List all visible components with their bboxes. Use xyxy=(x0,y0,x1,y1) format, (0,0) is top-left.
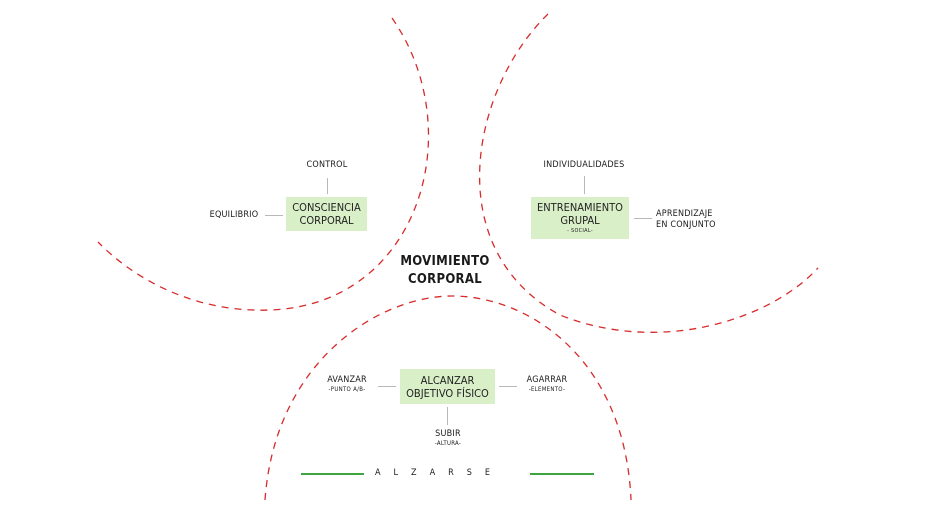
agarrar-label: AGARRAR -ELEMENTO- xyxy=(520,375,574,393)
center-title: MOVIMIENTO CORPORAL xyxy=(385,253,505,289)
entrenamiento-grupal-box: ENTRENAMIENTO GRUPAL - SOCIAL- xyxy=(531,197,629,239)
consciencia-corporal-box: CONSCIENCIA CORPORAL xyxy=(286,197,367,231)
alcanzar-objetivo-box: ALCANZAR OBJETIVO FÍSICO xyxy=(400,369,495,404)
arc-top-right xyxy=(478,13,819,333)
equilibrio-label: EQUILIBRIO xyxy=(209,210,259,220)
agarrar-text: AGARRAR xyxy=(526,375,568,385)
entrenamiento-box-line2: GRUPAL xyxy=(560,214,600,227)
avanzar-text: AVANZAR xyxy=(327,375,367,385)
subir-connector xyxy=(447,407,448,425)
center-title-line1: MOVIMIENTO xyxy=(400,254,490,269)
control-label: CONTROL xyxy=(306,160,348,170)
subir-text: SUBIR xyxy=(435,429,461,439)
footer-rule-right xyxy=(530,473,594,475)
arc-bottom xyxy=(264,295,632,501)
avanzar-label: AVANZAR -PUNTO A/B- xyxy=(318,375,376,393)
agarrar-connector xyxy=(499,386,517,387)
aprendizaje-line2: EN CONJUNTO xyxy=(656,220,716,230)
aprendizaje-label: APRENDIZAJE EN CONJUNTO xyxy=(656,209,726,231)
subir-sub: -ALTURA- xyxy=(434,440,462,447)
avanzar-connector xyxy=(378,386,396,387)
entrenamiento-box-line1: ENTRENAMIENTO xyxy=(537,201,623,214)
agarrar-sub: -ELEMENTO- xyxy=(528,386,566,393)
individualidades-connector xyxy=(584,176,585,194)
center-title-line2: CORPORAL xyxy=(408,272,482,287)
consciencia-box-line1: CONSCIENCIA xyxy=(292,201,361,214)
control-connector xyxy=(327,178,328,194)
consciencia-box-line2: CORPORAL xyxy=(299,214,354,227)
alcanzar-box-line1: ALCANZAR xyxy=(420,373,475,387)
alcanzar-box-line2: OBJETIVO FÍSICO xyxy=(406,386,489,400)
aprendizaje-connector xyxy=(634,218,652,219)
arc-top-left xyxy=(97,17,430,311)
avanzar-sub: -PUNTO A/B- xyxy=(328,386,366,393)
entrenamiento-box-sub: - SOCIAL- xyxy=(567,228,593,234)
subir-label: SUBIR -ALTURA- xyxy=(420,429,476,447)
equilibrio-connector xyxy=(265,215,283,216)
footer-word: ALZARSE xyxy=(375,468,504,478)
aprendizaje-line1: APRENDIZAJE xyxy=(656,209,713,219)
footer-rule-left xyxy=(301,473,364,475)
individualidades-label: INDIVIDUALIDADES xyxy=(543,160,625,170)
